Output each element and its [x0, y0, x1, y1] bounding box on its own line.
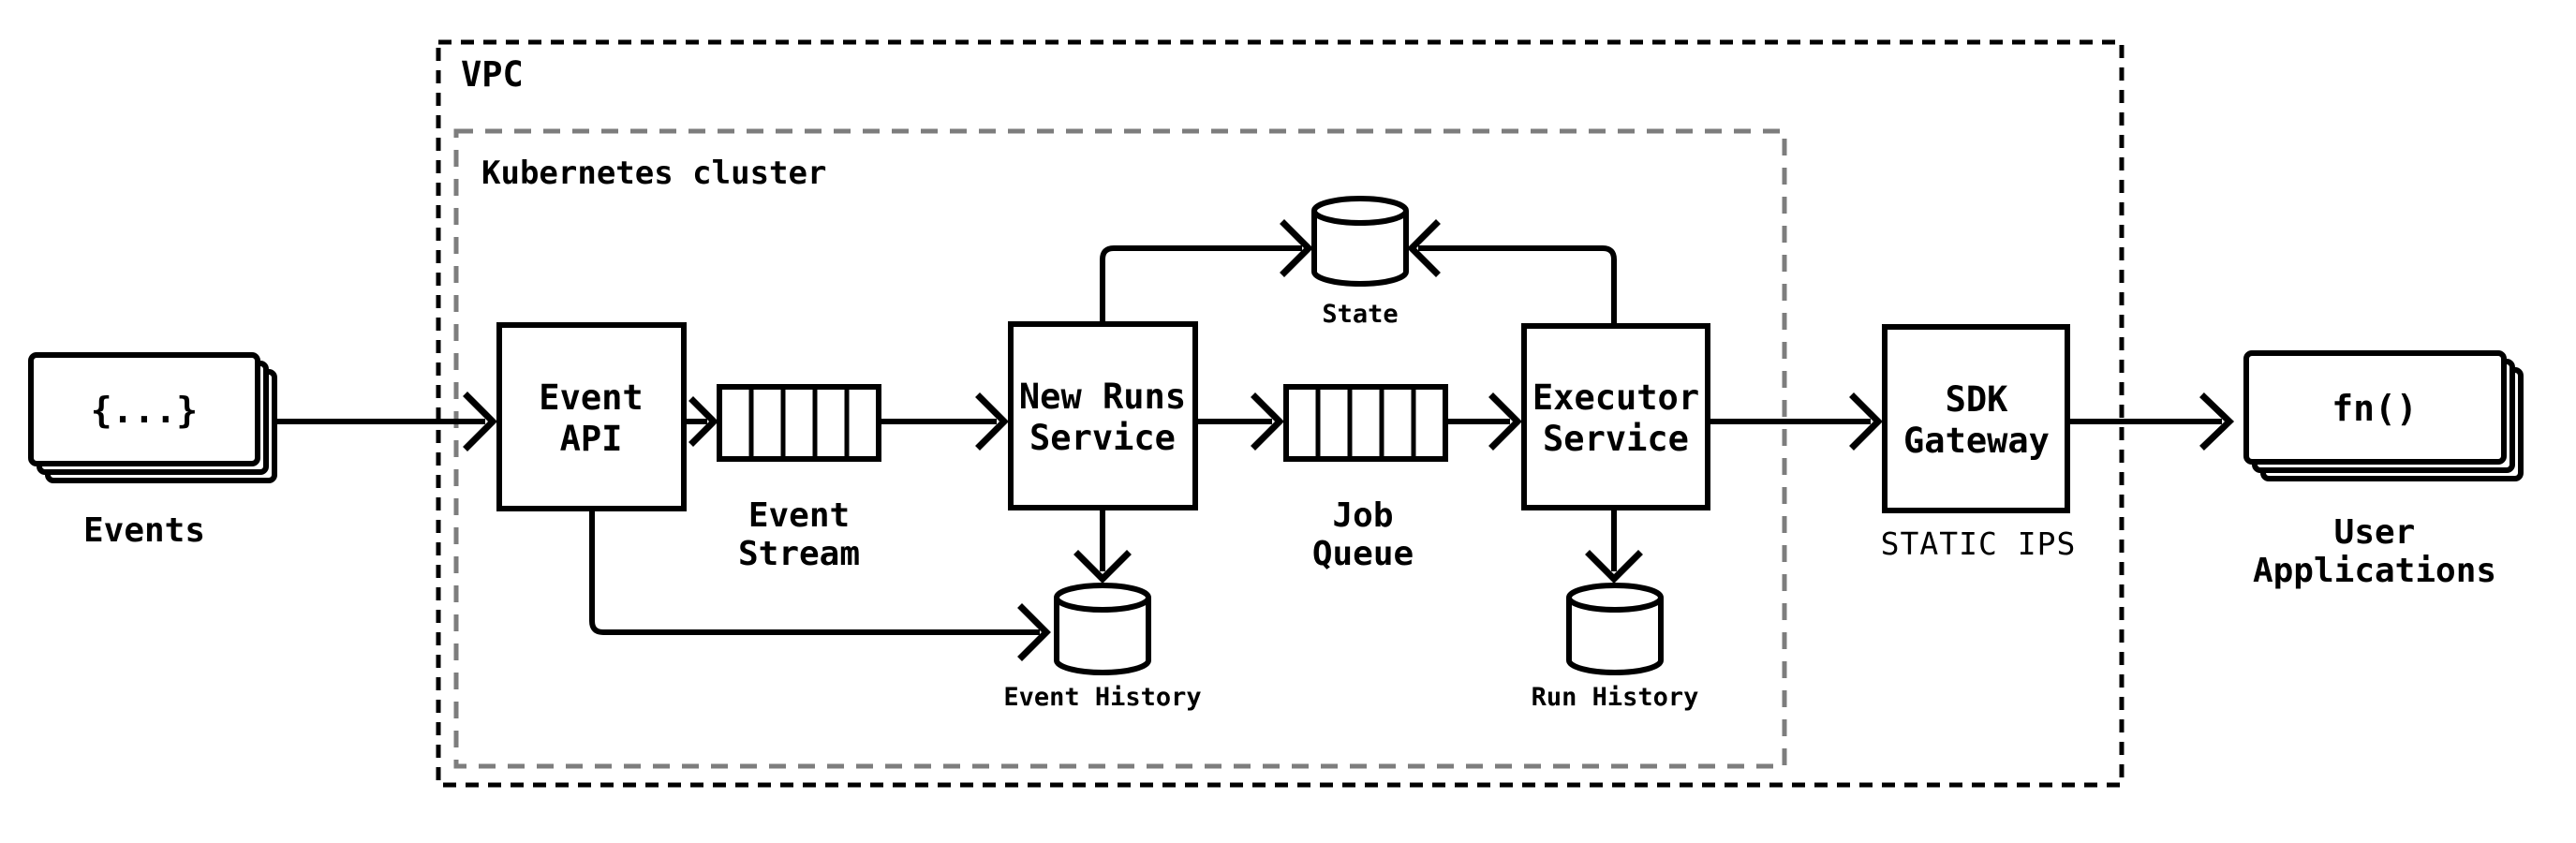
user-apps-label2: Applications [2253, 552, 2496, 590]
user-apps-card-front [2243, 350, 2507, 465]
arrowhead-left-icon [1407, 219, 1441, 277]
sdk-gateway-node: SDK Gateway STATIC IPS [1881, 324, 2077, 562]
event-api-node: Event API [496, 322, 687, 511]
k8s-border [453, 128, 1787, 769]
arrow-elbow-line [1100, 245, 1302, 324]
event-stream-node: Event Stream [717, 384, 881, 573]
database-cylinder-icon [1566, 583, 1664, 675]
user-apps-code: fn() [2332, 388, 2418, 429]
job-queue-label1: Job [1332, 496, 1393, 535]
arrow-event-api-to-event-stream [684, 396, 718, 447]
state-db-node: State [1311, 196, 1409, 329]
arrowhead-down-icon [1073, 550, 1132, 584]
arrow-executor-to-state [1407, 219, 1617, 326]
new-runs-line1: New Runs [1019, 377, 1186, 417]
arrowhead-right-icon [1251, 392, 1284, 451]
arrowhead-right-icon [688, 396, 718, 447]
sdk-gateway-line2: Gateway [1903, 421, 2050, 461]
arrowhead-right-icon [1488, 392, 1522, 451]
events-node: {...} Events [28, 352, 277, 550]
new-runs-service-box [1008, 321, 1198, 510]
arrow-events-to-event-api [277, 392, 497, 451]
executor-service-node: Executor Service [1521, 323, 1710, 510]
event-history-label: Event History [1003, 683, 1201, 712]
run-history-db-node: Run History [1532, 583, 1699, 712]
executor-line2: Service [1543, 419, 1689, 459]
arrow-event-stream-to-new-runs [879, 392, 1009, 451]
arrowhead-right-icon [2199, 392, 2235, 451]
executor-line1: Executor [1532, 377, 1699, 418]
user-applications-node: fn() User Applications [2243, 350, 2524, 590]
vpc-label: VPC [461, 54, 524, 95]
executor-service-box [1521, 323, 1710, 510]
arrow-sdk-gateway-to-user-apps [2067, 392, 2235, 451]
event-history-db-node: Event History [1003, 583, 1202, 712]
arrow-new-runs-to-job-queue [1195, 392, 1284, 451]
event-api-line2: API [560, 419, 623, 459]
event-stream-queue-icon [717, 384, 881, 462]
arrowhead-right-icon [463, 392, 497, 451]
k8s-container: Kubernetes cluster [453, 128, 1787, 769]
run-history-label: Run History [1532, 683, 1699, 712]
job-queue-node: Job Queue [1283, 384, 1448, 573]
new-runs-line2: Service [1029, 418, 1176, 458]
vpc-container: VPC [436, 39, 2124, 788]
k8s-label: Kubernetes cluster [481, 155, 826, 192]
arrow-elbow-line [589, 509, 1040, 635]
arrow-new-runs-to-event-history [1073, 508, 1132, 584]
events-code: {...} [91, 390, 198, 431]
arrow-event-api-to-event-history [589, 509, 1051, 661]
state-label: State [1322, 300, 1398, 329]
event-stream-label2: Stream [738, 535, 860, 573]
user-apps-label1: User [2334, 513, 2416, 552]
arrowhead-right-icon [1280, 219, 1313, 277]
queue-outline [717, 384, 881, 462]
arrowhead-right-icon [1849, 392, 1883, 451]
database-cylinder-icon [1311, 196, 1409, 287]
arrowhead-right-icon [1017, 603, 1051, 661]
sdk-gateway-line1: SDK [1946, 379, 2009, 420]
queue-outline [1283, 384, 1448, 462]
arrow-executor-to-run-history [1585, 508, 1643, 584]
events-label: Events [83, 511, 205, 550]
vpc-border [436, 39, 2124, 788]
arrow-executor-to-sdk-gateway [1708, 392, 1883, 451]
database-cylinder-icon [1054, 583, 1151, 675]
event-stream-label1: Event [748, 496, 850, 535]
event-api-line1: Event [539, 377, 643, 418]
arrow-elbow-line [1418, 245, 1617, 326]
new-runs-service-node: New Runs Service [1008, 321, 1198, 510]
sdk-gateway-caption: STATIC IPS [1881, 525, 2077, 562]
job-queue-icon [1283, 384, 1448, 462]
arrowhead-down-icon [1585, 550, 1643, 584]
events-card-front [28, 352, 260, 466]
arrow-job-queue-to-executor [1445, 392, 1522, 451]
arrowhead-right-icon [975, 392, 1009, 451]
arrow-new-runs-to-state [1100, 219, 1313, 324]
job-queue-label2: Queue [1312, 535, 1414, 573]
